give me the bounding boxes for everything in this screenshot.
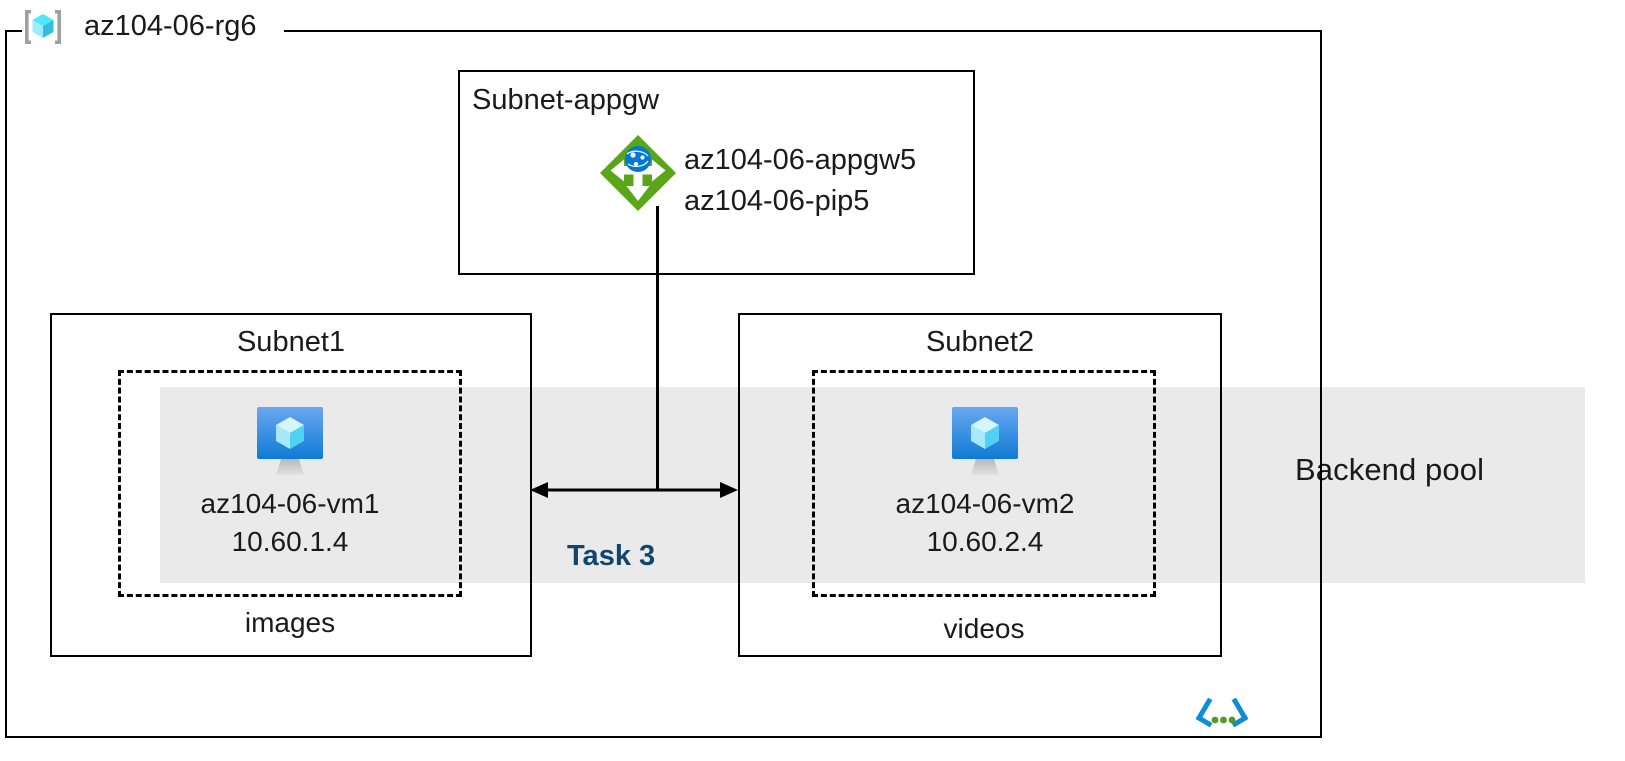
subnet-appgw-title: Subnet-appgw	[472, 84, 660, 116]
subnet1-backend-dashed-box	[118, 370, 462, 597]
vm2-ip-address: 10.60.2.4	[926, 526, 1044, 557]
subnet-appgw-box	[458, 70, 975, 275]
subnet2-box	[738, 313, 1222, 657]
subnet2-title: Subnet2	[925, 326, 1035, 358]
appgw-resource-name: az104-06-appgw5	[684, 144, 917, 176]
resource-group-icon	[20, 4, 66, 50]
virtual-machine-1: az104-06-vm1 10.60.1.4	[175, 403, 405, 561]
virtual-machine-icon	[251, 403, 329, 479]
vm1-name: az104-06-vm1	[200, 488, 380, 519]
resource-group-boundary	[5, 30, 1322, 738]
subnet1-footer-label: images	[244, 607, 336, 638]
virtual-machine-icon	[946, 403, 1024, 479]
code-brackets-icon	[1195, 695, 1249, 728]
vm1-ip-address: 10.60.1.4	[231, 526, 349, 557]
task-label: Task 3	[567, 540, 656, 572]
subnet-bidirectional-arrow	[528, 470, 740, 510]
application-gateway-icon	[598, 133, 678, 213]
subnet1-title: Subnet1	[236, 326, 346, 358]
application-gateway-labels: az104-06-appgw5 az104-06-pip5	[684, 140, 916, 222]
vm2-name: az104-06-vm2	[895, 488, 1075, 519]
subnet2-footer-label: videos	[943, 613, 1025, 644]
backend-pool-band	[160, 387, 1585, 583]
backend-pool-label: Backend pool	[1295, 452, 1485, 487]
subnet2-backend-dashed-box	[812, 370, 1156, 597]
appgw-to-backend-connector	[656, 206, 659, 491]
virtual-machine-2: az104-06-vm2 10.60.2.4	[870, 403, 1100, 561]
subnet1-box	[50, 313, 532, 657]
resource-group-name: az104-06-rg6	[84, 10, 257, 42]
resource-group-title-notch	[22, 18, 284, 44]
appgw-public-ip-name: az104-06-pip5	[684, 185, 870, 217]
